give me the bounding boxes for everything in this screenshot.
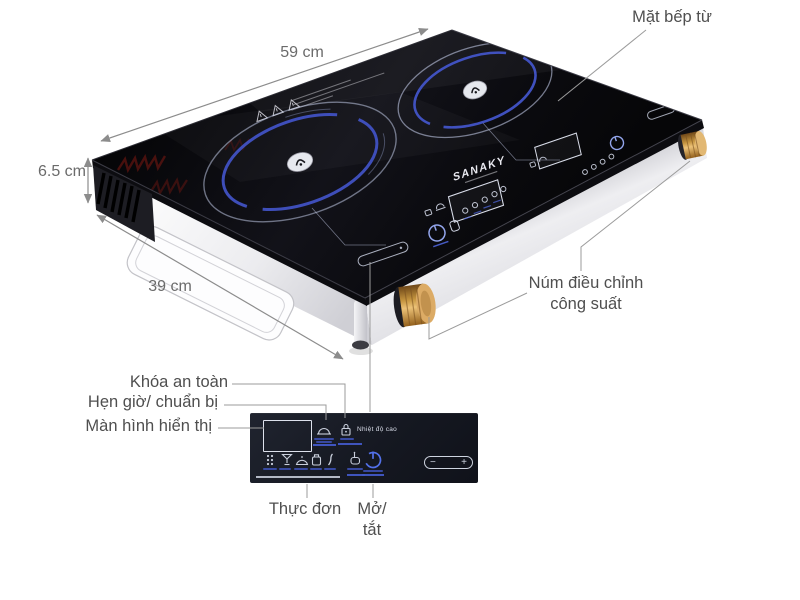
power-level-slider[interactable]: − + xyxy=(424,456,473,469)
onoff-callout-line2: tắt xyxy=(362,521,382,539)
menu-caption-1 xyxy=(263,468,277,470)
burner-center-icon xyxy=(462,80,488,100)
menu-caption-5 xyxy=(324,468,336,470)
menu-caption-4 xyxy=(310,468,322,470)
fry-curve-icon[interactable] xyxy=(325,453,335,466)
surface-callout-label: Mặt bếp từ xyxy=(632,8,712,26)
kettle-icon[interactable] xyxy=(311,453,322,466)
timer-callout-label: Hẹn giờ/ chuẩn bị xyxy=(87,393,218,411)
power-knob-rear[interactable] xyxy=(676,129,709,160)
printed-controls-front xyxy=(424,179,507,248)
touch-hand-icon[interactable] xyxy=(348,451,362,466)
front-leg xyxy=(349,300,373,355)
hand-caption xyxy=(347,468,363,470)
power-underline xyxy=(362,474,384,476)
slider-plus[interactable]: + xyxy=(461,456,467,468)
timer-dome-icon[interactable] xyxy=(316,425,332,437)
menu-group-underline xyxy=(256,476,340,478)
slider-minus[interactable]: − xyxy=(430,456,436,468)
width-dimension-label: 59 cm xyxy=(280,44,324,61)
timer-caption-text2 xyxy=(316,440,332,443)
height-dimension-label: 6.5 cm xyxy=(37,163,86,180)
high-temp-label: Nhiệt độ cao xyxy=(357,426,398,433)
lock-underline xyxy=(338,443,362,445)
model-text-line xyxy=(464,170,498,184)
power-button-icon[interactable] xyxy=(363,450,383,470)
hand-underline xyxy=(347,474,365,476)
onoff-callout-line1: Mở/ xyxy=(357,500,387,518)
child-lock-icon[interactable] xyxy=(340,422,352,437)
steam-dome-icon[interactable] xyxy=(295,455,309,466)
control-panel-detail: Nhiệt độ cao xyxy=(250,413,478,483)
display-callout-label: Màn hình hiển thị xyxy=(85,417,212,435)
power-caption xyxy=(363,469,383,472)
depth-dimension-label: 39 cm xyxy=(148,278,192,295)
knob-callout-line1: Núm điều chỉnh xyxy=(528,274,644,292)
simmer-grid-icon[interactable] xyxy=(265,454,275,466)
onoff-callout-label: Mở/ tắt xyxy=(342,499,402,541)
knob-callout-label: Núm điều chỉnh công suất xyxy=(495,273,677,315)
menu-callout-label: Thực đơn xyxy=(268,500,342,518)
timer-caption-text xyxy=(314,437,334,440)
hotpot-funnel-icon[interactable] xyxy=(281,453,293,466)
knob-callout-line2: công suất xyxy=(550,295,622,313)
display-screen xyxy=(263,420,312,452)
burner-center-icon xyxy=(286,152,314,172)
lock-caption-text xyxy=(340,437,354,440)
timer-underline xyxy=(313,444,336,446)
menu-caption-2 xyxy=(279,468,291,470)
lock-callout-label: Khóa an toàn xyxy=(129,373,228,391)
printed-slider-front xyxy=(357,241,409,267)
menu-caption-3 xyxy=(294,468,308,470)
